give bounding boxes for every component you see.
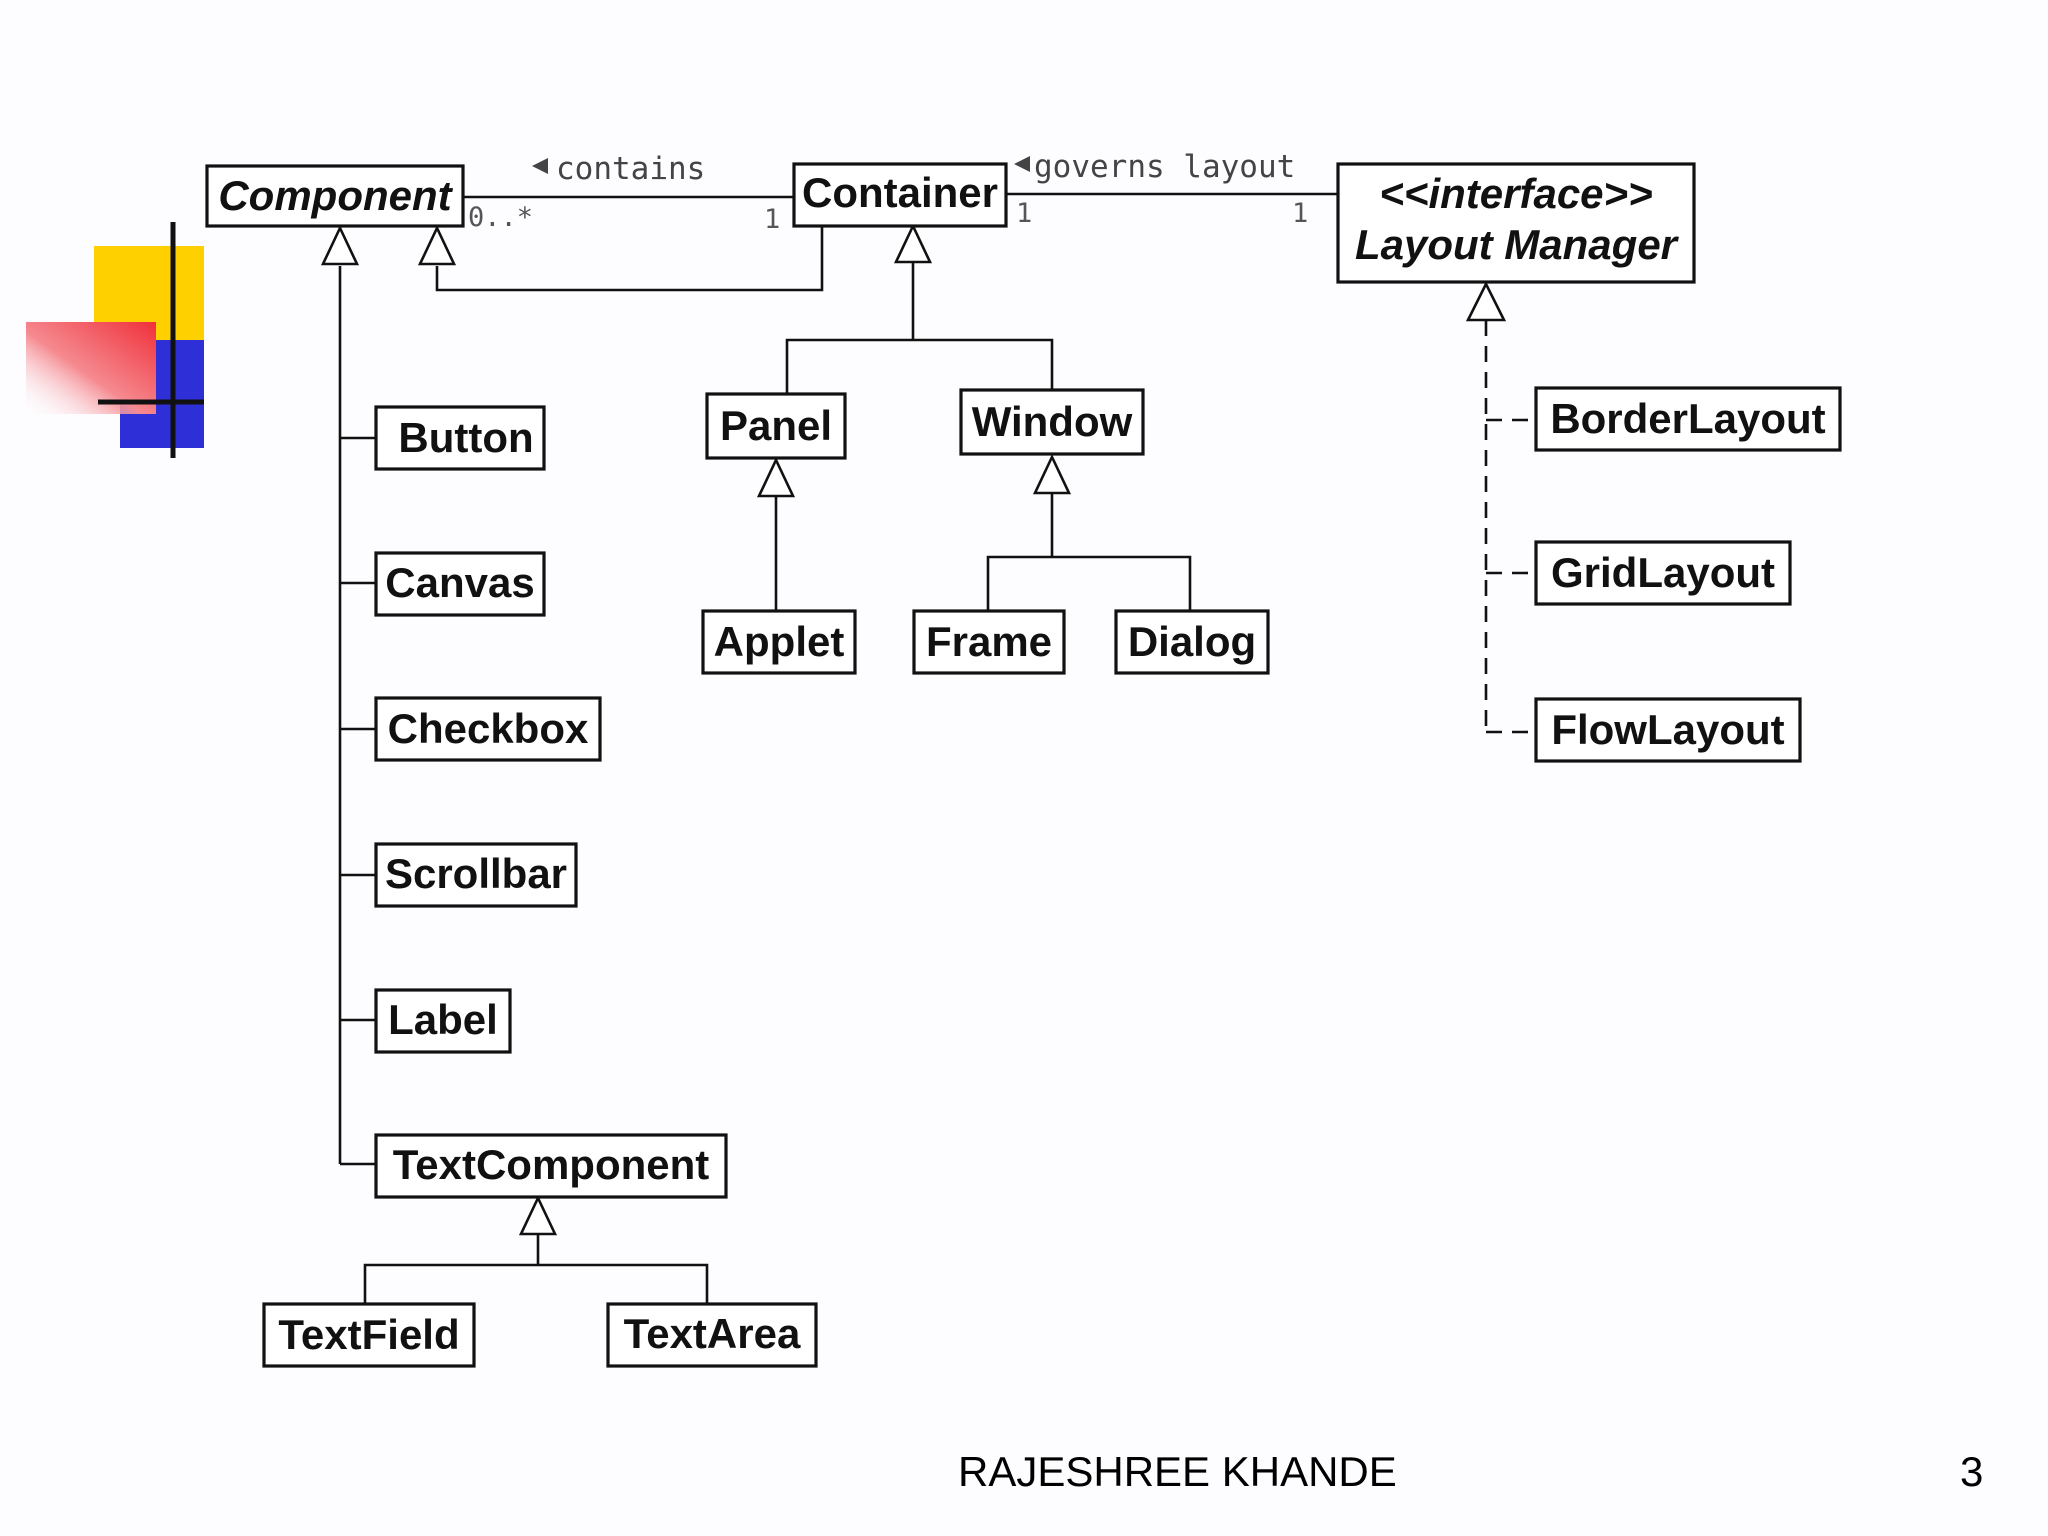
class-window: Window [959, 388, 1145, 456]
class-frame-label: Frame [926, 618, 1052, 665]
governs-multiplicity-layout-manager: 1 [1292, 198, 1308, 229]
contains-multiplicity-component: 0..* [468, 202, 533, 233]
class-frame: Frame [912, 609, 1066, 675]
class-scrollbar: Scrollbar [374, 842, 578, 908]
class-label: Label [374, 988, 512, 1054]
class-grid-layout: GridLayout [1534, 540, 1792, 606]
triangle-layout-manager [1465, 281, 1507, 322]
class-container: Container [792, 162, 1008, 228]
class-component: Component [205, 164, 465, 228]
class-dialog: Dialog [1114, 609, 1270, 675]
window-children-line [986, 555, 1192, 611]
class-text-field-label: TextField [278, 1311, 459, 1358]
class-panel-label: Panel [720, 402, 832, 449]
class-canvas: Canvas [374, 551, 546, 617]
triangle-component-right [417, 224, 457, 266]
contains-multiplicity-container: 1 [764, 204, 780, 235]
class-applet: Applet [701, 609, 857, 675]
class-text-component: TextComponent [374, 1133, 728, 1199]
class-window-label: Window [972, 398, 1133, 445]
governs-direction-icon [1014, 156, 1030, 172]
class-checkbox: Checkbox [374, 696, 602, 762]
contains-direction-icon [532, 158, 548, 174]
container-generalization-line [435, 226, 824, 292]
class-border-layout: BorderLayout [1534, 386, 1842, 452]
class-flow-layout: FlowLayout [1534, 697, 1802, 763]
generalization-arrows [320, 222, 1507, 1236]
interface-layout-manager-label: Layout Manager [1355, 221, 1680, 268]
class-dialog-label: Dialog [1128, 618, 1256, 665]
footer-author: RAJESHREE KHANDE [958, 1448, 1397, 1495]
governs-layout-label: governs layout [1034, 149, 1295, 185]
class-panel: Panel [705, 392, 847, 460]
triangle-window [1032, 453, 1072, 495]
class-checkbox-label: Checkbox [388, 705, 589, 752]
class-scrollbar-label: Scrollbar [385, 850, 567, 897]
association-labels: contains 0..* 1 governs layout 1 1 [468, 149, 1308, 235]
class-label-label: Label [388, 996, 498, 1043]
class-text-area-label: TextArea [624, 1310, 801, 1357]
governs-multiplicity-container: 1 [1016, 198, 1032, 229]
decoration-red-gradient [26, 322, 156, 414]
triangle-component-left [320, 224, 360, 266]
triangle-panel [756, 456, 796, 498]
connectors [338, 192, 1536, 1304]
contains-label: contains [556, 151, 705, 187]
slide-corner-decoration [26, 222, 204, 458]
triangle-container [893, 222, 933, 264]
class-canvas-label: Canvas [385, 559, 534, 606]
class-component-label: Component [218, 172, 453, 219]
class-button-label: Button [398, 414, 533, 461]
interface-stereotype-label: <<interface>> [1379, 170, 1652, 217]
class-flow-layout-label: FlowLayout [1551, 706, 1784, 753]
interface-layout-manager: <<interface>> Layout Manager [1336, 162, 1696, 284]
page-number: 3 [1960, 1448, 1984, 1495]
container-children-line [785, 338, 1054, 394]
class-button: Button [374, 405, 546, 471]
class-text-component-label: TextComponent [393, 1141, 710, 1188]
class-text-field: TextField [262, 1302, 476, 1368]
class-container-label: Container [802, 169, 998, 216]
class-grid-layout-label: GridLayout [1551, 549, 1775, 596]
class-applet-label: Applet [714, 618, 845, 665]
text-component-children-line [363, 1263, 709, 1304]
class-text-area: TextArea [606, 1302, 818, 1368]
triangle-text-component [518, 1194, 558, 1236]
class-border-layout-label: BorderLayout [1550, 395, 1825, 442]
